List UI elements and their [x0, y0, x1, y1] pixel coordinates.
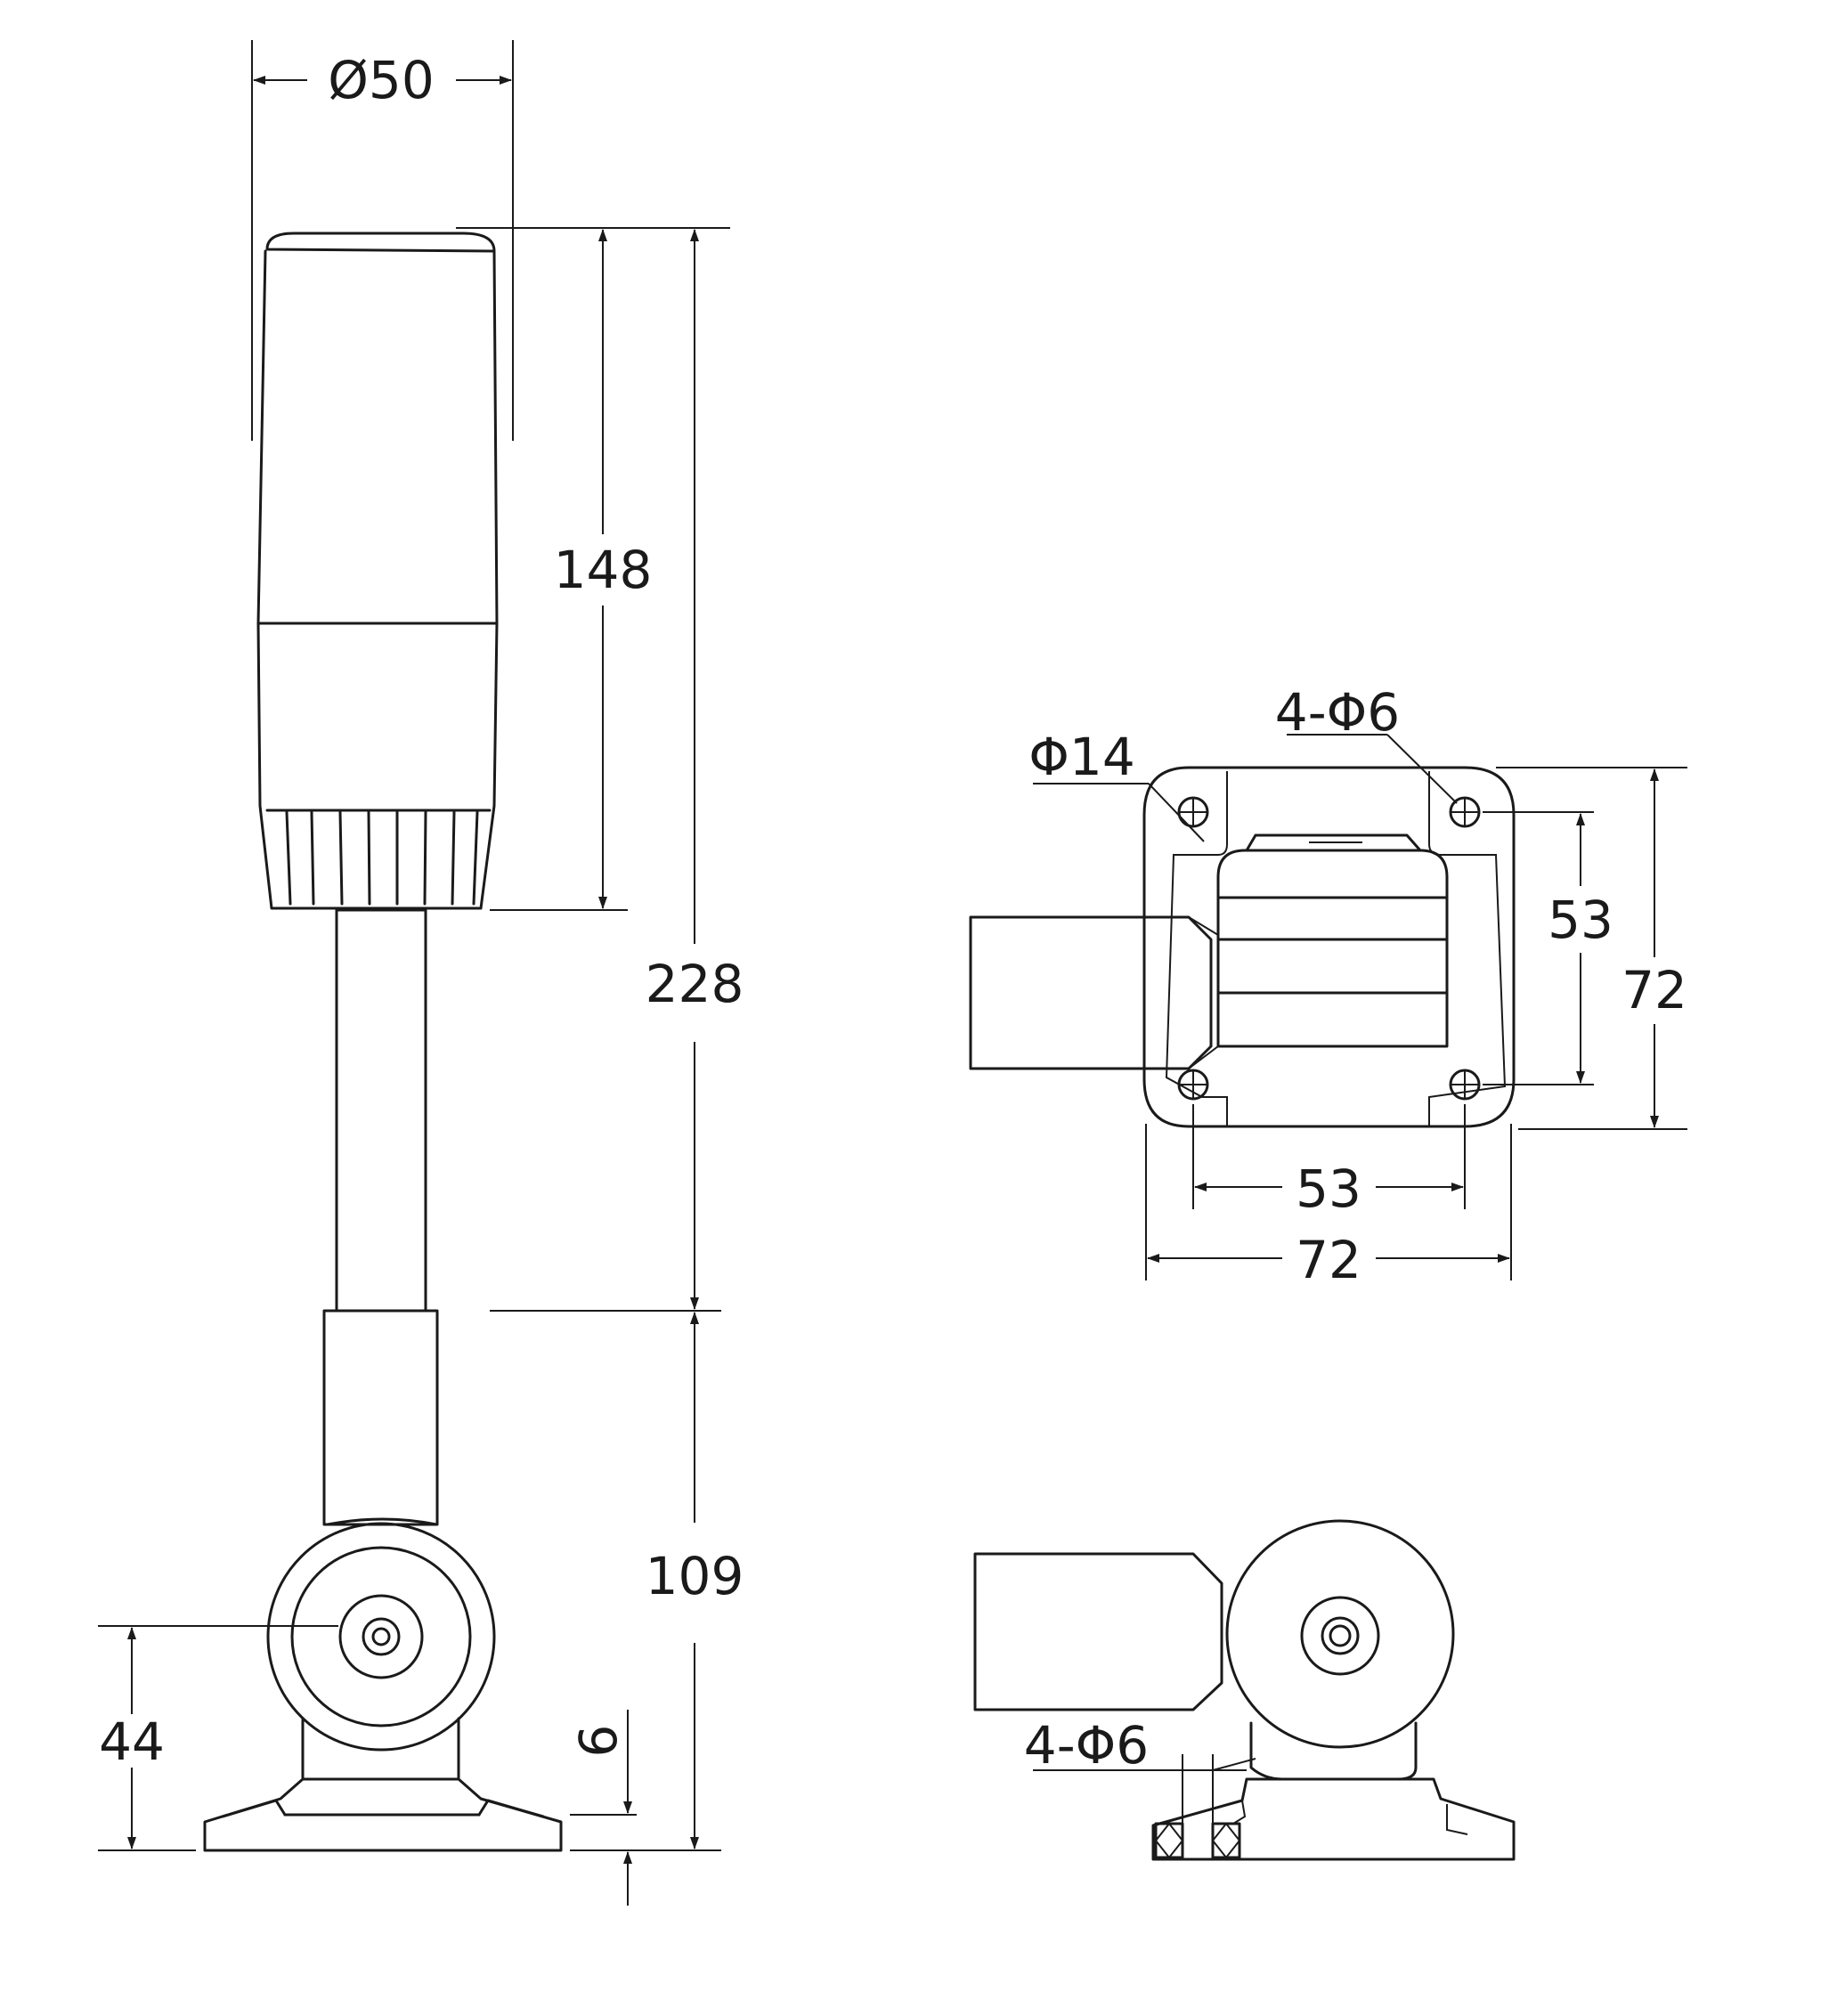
section-holes [1154, 1800, 1247, 1859]
dim-mount-holes-top: 4-Φ6 [1275, 682, 1400, 743]
front-view [203, 232, 563, 1852]
dim-base-width-vertical: 72 [1621, 960, 1687, 1020]
dim-thickness-6: 6 [568, 1725, 629, 1758]
dim-height-109: 109 [646, 1546, 744, 1606]
dim-height-44: 44 [99, 1711, 165, 1772]
top-view [969, 766, 1516, 1128]
mounting-holes [1177, 796, 1481, 1101]
dim-diameter-50: Ø50 [328, 50, 434, 110]
dim-height-148: 148 [554, 540, 653, 600]
top-view-dimensions: Φ14 4-Φ6 53 72 53 72 [1028, 682, 1687, 1290]
dim-cable-hole: Φ14 [1028, 727, 1134, 787]
dim-bolt-spacing-horizontal: 53 [1296, 1158, 1361, 1219]
cooling-ribs [285, 810, 479, 906]
front-view-dimensions: Ø50 148 228 109 44 6 [98, 40, 744, 1906]
dim-bolt-spacing-vertical: 53 [1548, 890, 1613, 950]
dim-mount-holes-side: 4-Φ6 [1024, 1715, 1149, 1776]
side-view-dimensions: 4-Φ6 [1024, 1715, 1256, 1825]
side-view [973, 1519, 1516, 1861]
dim-height-228: 228 [646, 954, 744, 1014]
dim-base-width-horizontal: 72 [1296, 1230, 1361, 1290]
